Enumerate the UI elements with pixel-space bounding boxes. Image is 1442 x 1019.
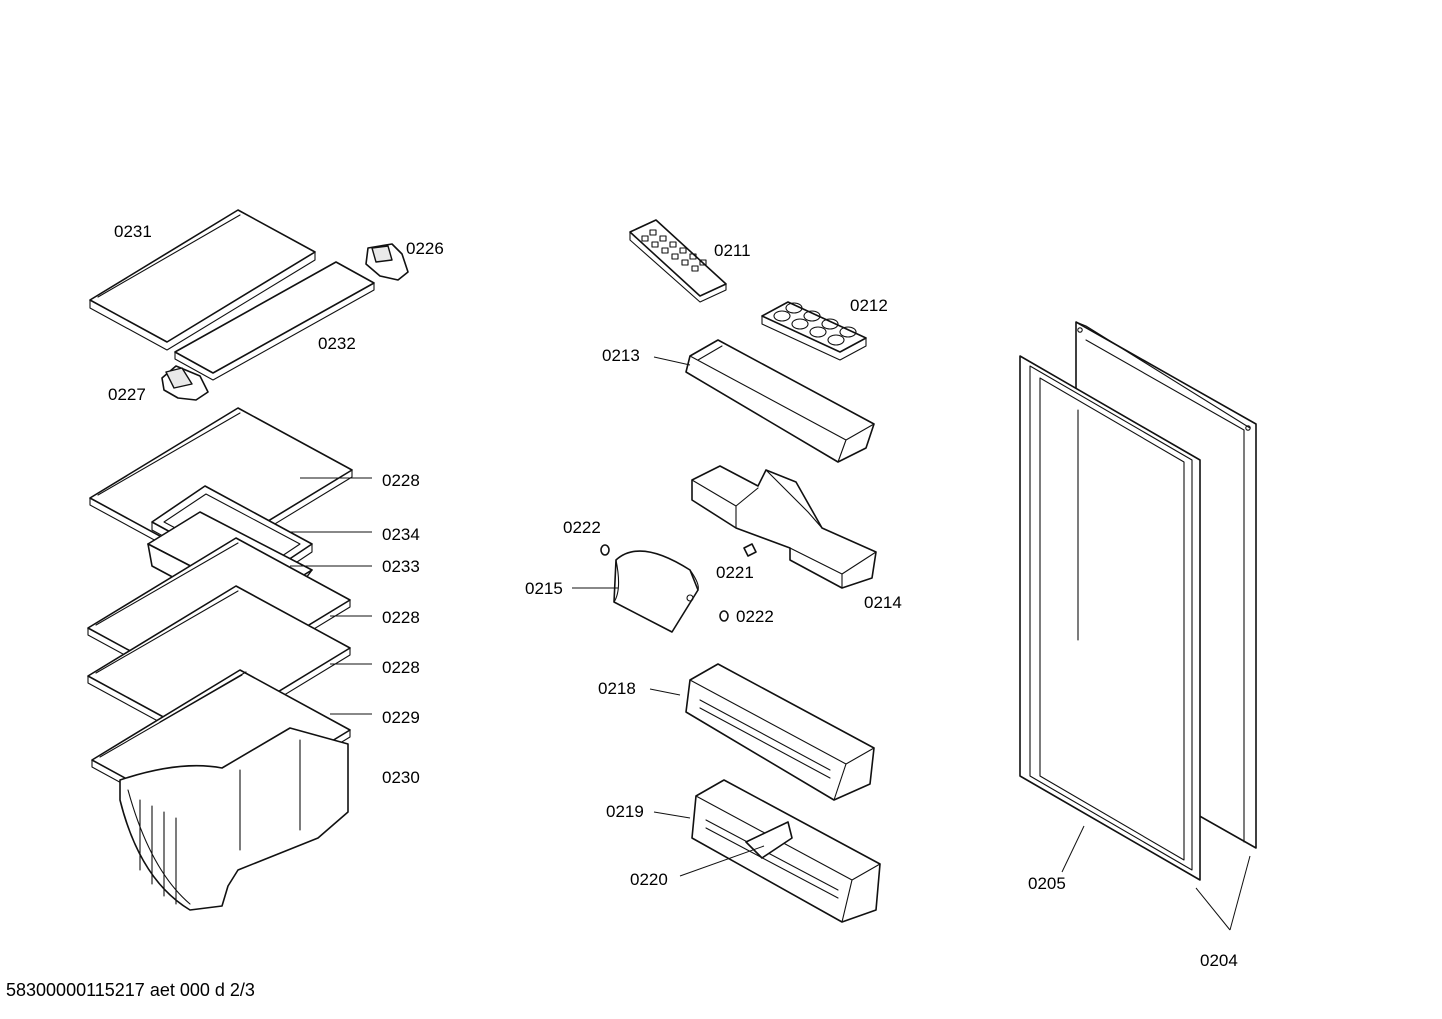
- callout-0228-top: 0228: [382, 471, 420, 490]
- callout-0222-upper: 0222: [563, 518, 601, 537]
- door-shelf-0219: [691, 779, 881, 923]
- door-shelf-0218: [685, 663, 875, 801]
- callout-0231: 0231: [114, 222, 152, 241]
- callout-0228-middle: 0228: [382, 608, 420, 627]
- callout-0205: 0205: [1028, 874, 1066, 893]
- callout-0221: 0221: [716, 563, 754, 582]
- callout-0220: 0220: [630, 870, 668, 889]
- lid-pivot-0222-upper: [600, 544, 610, 556]
- document-reference: 58300000115217 aet 000 d 2/3: [6, 980, 255, 1000]
- callout-0229: 0229: [382, 708, 420, 727]
- butter-compartment-lid-0215: [613, 550, 699, 633]
- door-shelf-0213: [685, 339, 875, 463]
- door-shelf-0214: [691, 465, 877, 589]
- callout-0211: 0211: [714, 241, 751, 260]
- callout-0215: 0215: [525, 579, 563, 598]
- callout-0233: 0233: [382, 557, 420, 576]
- bottle-retainer-0220: [745, 821, 793, 859]
- egg-tray-0212: [761, 301, 867, 361]
- ice-cube-tray-0211: [629, 219, 727, 303]
- lid-pivot-0222-lower: [719, 610, 729, 622]
- vegetable-crisper-0230: [119, 727, 349, 911]
- shelf-bracket-0227: [161, 365, 209, 401]
- callout-0204: 0204: [1200, 951, 1238, 970]
- callout-0226: 0226: [406, 239, 444, 258]
- callout-0227: 0227: [108, 385, 146, 404]
- callout-0214: 0214: [864, 593, 902, 612]
- glass-shelf-0231: [89, 209, 316, 351]
- callout-0228-lower: 0228: [382, 658, 420, 677]
- glass-shelf-0232: [174, 261, 375, 381]
- pin-0221: [743, 543, 757, 557]
- callout-0232: 0232: [318, 334, 356, 353]
- callout-0213: 0213: [602, 346, 640, 365]
- callout-0234: 0234: [382, 525, 420, 544]
- callout-0218: 0218: [598, 679, 636, 698]
- door-gasket-0205: [1019, 355, 1201, 881]
- shelf-bracket-0226: [365, 243, 409, 281]
- callout-0230: 0230: [382, 768, 420, 787]
- leader-lines: [290, 356, 1251, 931]
- callout-0222-lower: 0222: [736, 607, 774, 626]
- callout-0212: 0212: [850, 296, 888, 315]
- callout-0219: 0219: [606, 802, 644, 821]
